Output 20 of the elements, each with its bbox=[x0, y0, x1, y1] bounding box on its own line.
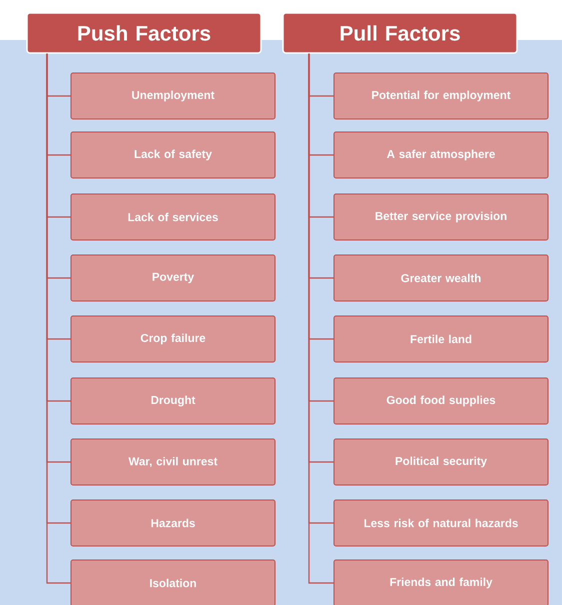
factor-box: Political security bbox=[334, 438, 548, 486]
factor-box: Greater wealth bbox=[334, 254, 548, 302]
factor-box: A safer atmosphere bbox=[334, 132, 548, 178]
factor-box: Friends and family bbox=[334, 560, 548, 605]
factor-box: Crop failure bbox=[70, 316, 276, 362]
factor-box: Potential for employment bbox=[334, 72, 548, 120]
factor-box: Fertile land bbox=[334, 316, 548, 362]
factor-box: Good food supplies bbox=[334, 378, 548, 424]
factor-box: War, civil unrest bbox=[70, 438, 276, 486]
factor-box: Drought bbox=[70, 378, 276, 424]
header-box: Push Factors bbox=[26, 12, 262, 54]
factor-box: Lack of services bbox=[70, 194, 276, 240]
factor-box: Lack of safety bbox=[70, 132, 276, 178]
factor-box: Unemployment bbox=[70, 72, 276, 120]
header-box: Pull Factors bbox=[282, 12, 518, 54]
factor-box: Hazards bbox=[70, 500, 276, 546]
factor-box: Less risk of natural hazards bbox=[334, 500, 548, 546]
factor-box: Poverty bbox=[70, 254, 276, 302]
factor-box: Better service provision bbox=[334, 194, 548, 240]
factor-box: Isolation bbox=[70, 560, 276, 605]
